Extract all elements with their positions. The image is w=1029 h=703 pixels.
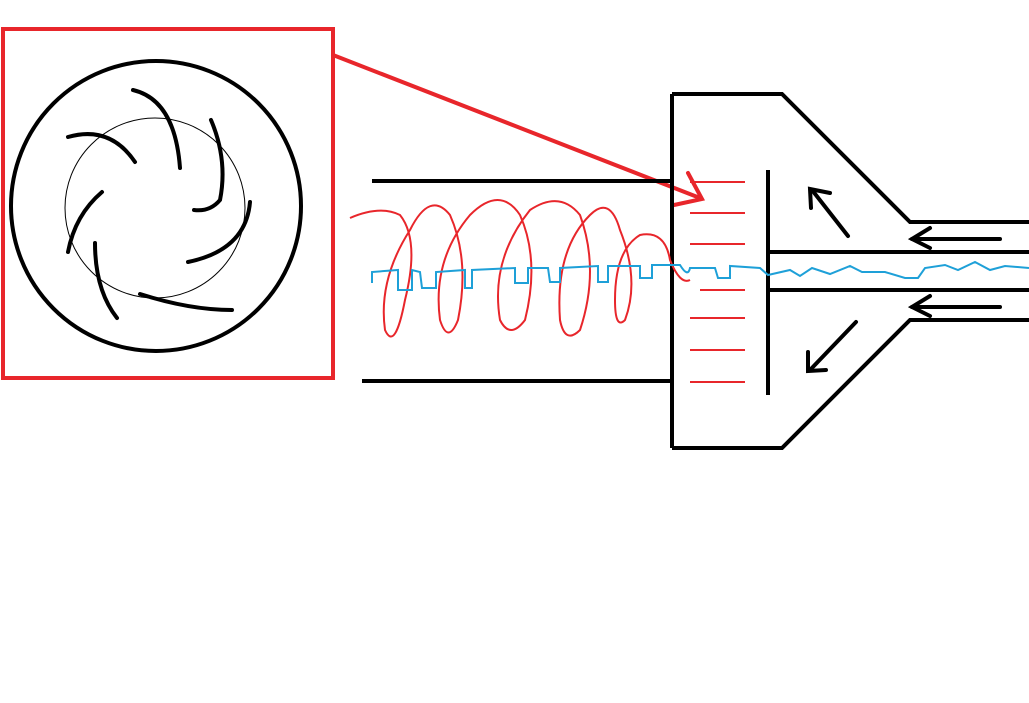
pipe [362,179,672,383]
impeller-detail-inset [1,27,335,380]
inset-frame [1,27,335,380]
vortex-coil [349,199,691,338]
impeller-icon [66,88,252,320]
impeller-blades-side [690,181,745,383]
impeller-outer-ring [9,59,303,353]
pump-housing [670,92,1029,450]
drive-shaft [371,260,1029,291]
flow-arrow-icon [806,186,1002,374]
